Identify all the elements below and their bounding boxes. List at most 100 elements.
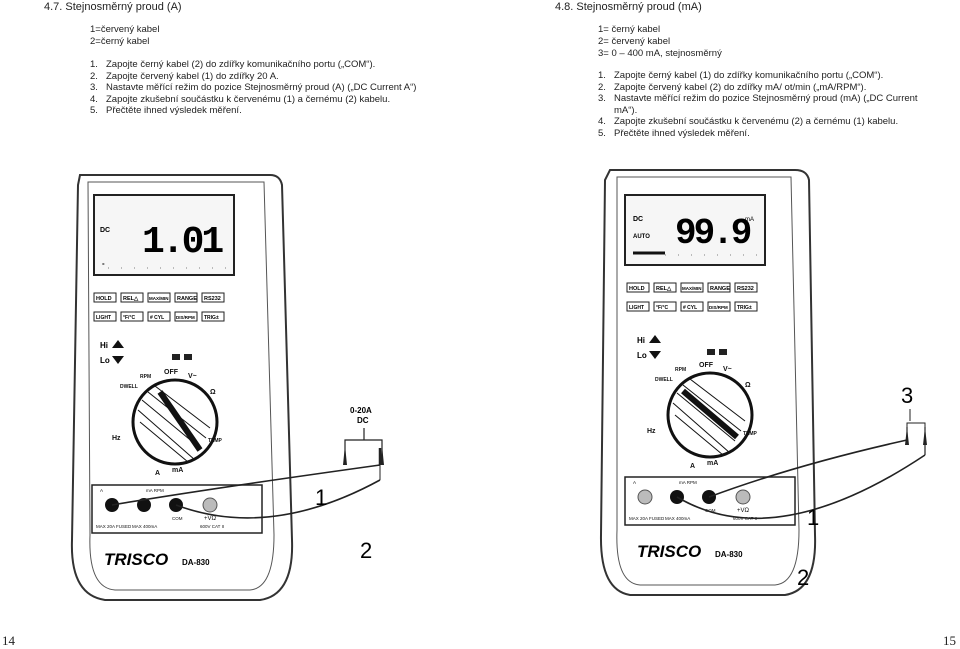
- source-label-line1: 0-20A: [350, 406, 372, 415]
- lo-arrow-icon: [112, 356, 124, 364]
- dial-label-dwell: DWELL: [120, 384, 138, 390]
- brand-logo: TRISCO: [104, 550, 168, 569]
- lcd-value: 1.01: [142, 221, 223, 264]
- svg-text:COM: COM: [172, 516, 183, 521]
- right-page-number: 15: [943, 633, 956, 648]
- dial-label-rpm: RPM: [675, 367, 686, 373]
- rs232-button[interactable]: [201, 292, 225, 303]
- lcd-display: [93, 194, 235, 276]
- dial-label-a: A: [690, 463, 695, 470]
- dial-label-v: V~: [188, 373, 197, 380]
- left-step: 1.Zapojte černý kabel (2) do zdířky komu…: [90, 59, 376, 70]
- left-step: 2.Zapojte červený kabel (1) do zdířky 20…: [90, 70, 279, 82]
- svg-text:MAX 400mA: MAX 400mA: [132, 524, 157, 529]
- lcd-unit: mA: [745, 217, 754, 223]
- hold-button[interactable]: [93, 292, 117, 303]
- lo-label: Lo: [100, 356, 110, 365]
- red-lead: [676, 454, 926, 520]
- cyl-button[interactable]: [680, 301, 704, 312]
- red-lead: [111, 464, 381, 506]
- light-button[interactable]: [626, 301, 650, 312]
- svg-text:RS232: RS232: [737, 286, 754, 292]
- right-step: 2.Zapojte červený kabel (2) do zdířky mA…: [598, 81, 867, 93]
- svg-text:°F/°C: °F/°C: [656, 305, 668, 311]
- lcd-unit: A: [210, 227, 215, 234]
- rs232-button[interactable]: [734, 282, 758, 293]
- dial-label-temp: TEMP: [743, 431, 758, 437]
- right-step: 4.Zapojte zkušební součástku k červenému…: [598, 116, 899, 127]
- right-legend-item: 2= červený kabel: [598, 36, 671, 47]
- temp-unit-button[interactable]: [120, 311, 144, 322]
- left-section-title: 4.7. Stejnosměrný proud (A): [44, 1, 182, 13]
- right-step: 1.Zapojte černý kabel (1) do zdířky komu…: [598, 70, 884, 81]
- right-steps: 1.Zapojte černý kabel (1) do zdířky komu…: [598, 70, 943, 139]
- rel-button[interactable]: [120, 292, 144, 303]
- maxmin-button[interactable]: [147, 292, 171, 303]
- dial-label-ma: mA: [172, 467, 183, 474]
- hold-button[interactable]: [626, 282, 650, 293]
- dial-label-dwell: DWELL: [655, 377, 673, 383]
- lo-arrow-icon: [649, 351, 661, 359]
- right-section-title: 4.8. Stejnosměrný proud (mA): [555, 1, 702, 13]
- svg-text:TRIG±: TRIG±: [737, 305, 752, 311]
- temp-unit-button[interactable]: [653, 301, 677, 312]
- svg-text:+VΩ: +VΩ: [204, 516, 217, 522]
- left-step: 3.Nastavte měřící režim do pozice Stejno…: [90, 82, 417, 93]
- hi-arrow-icon: [112, 340, 124, 348]
- left-step: 5.Přečtěte ihned výsledek měření.: [90, 105, 242, 116]
- range-button[interactable]: [707, 282, 731, 293]
- callout-1: 1: [315, 485, 327, 510]
- black-lead: [175, 479, 381, 519]
- trig-button[interactable]: [201, 311, 225, 322]
- dial-label-ohm: Ω: [745, 382, 751, 389]
- dial-label-rpm: RPM: [140, 374, 151, 380]
- cyl-button[interactable]: [147, 311, 171, 322]
- dial-label-hz: Hz: [112, 435, 121, 442]
- svg-text:mA RPM: mA RPM: [146, 488, 164, 493]
- dial-label-off: OFF: [699, 362, 714, 369]
- svg-text:MAX/MIN: MAX/MIN: [149, 296, 169, 301]
- svg-text:COM: COM: [705, 508, 716, 513]
- left-legend-item: 2=černý kabel: [90, 36, 150, 47]
- lcd-scale-sign: -: [102, 259, 105, 268]
- callout-3: 3: [901, 383, 913, 408]
- dial-label-ohm: Ω: [210, 389, 216, 396]
- jack-a: [637, 489, 653, 505]
- lo-label: Lo: [637, 351, 647, 360]
- button-row-2: LIGHT °F/°C # CYL DIS/RPM TRIG±: [93, 311, 225, 322]
- svg-text:# CYL: # CYL: [150, 315, 164, 321]
- lcd-mode: DC: [633, 216, 643, 223]
- callout-2: 2: [360, 538, 372, 563]
- right-step: 5.Přečtěte ihned výsledek měření.: [598, 127, 750, 139]
- svg-text:+VΩ: +VΩ: [737, 508, 750, 514]
- dial-label-temp: TEMP: [208, 438, 223, 444]
- callout-2: 2: [797, 565, 809, 590]
- svg-text:DIS/RPM: DIS/RPM: [176, 315, 195, 320]
- black-lead: [708, 439, 908, 498]
- svg-text:DIS/RPM: DIS/RPM: [709, 305, 728, 310]
- svg-text:RS232: RS232: [204, 296, 221, 302]
- svg-text:MAX 20A FUSED: MAX 20A FUSED: [96, 524, 132, 529]
- left-page-number: 14: [2, 633, 15, 648]
- model-label: DA-830: [715, 550, 743, 559]
- svg-text:HOLD: HOLD: [96, 296, 112, 302]
- svg-text:RANGE: RANGE: [710, 286, 730, 292]
- dial-label-v: V~: [723, 366, 732, 373]
- range-button[interactable]: [174, 292, 198, 303]
- dc-source: [344, 428, 383, 460]
- dis-rpm-button[interactable]: [174, 311, 198, 322]
- hi-label: Hi: [100, 341, 108, 350]
- dial-label-hz: Hz: [647, 428, 656, 435]
- light-button[interactable]: [93, 311, 117, 322]
- left-legend-item: 1=červený kabel: [90, 24, 160, 35]
- source-label-line2: DC: [357, 416, 369, 425]
- svg-text:MAX 400mA: MAX 400mA: [665, 516, 690, 521]
- svg-text:TRIG±: TRIG±: [204, 315, 219, 321]
- dis-rpm-button[interactable]: [707, 301, 731, 312]
- svg-text:°F/°C: °F/°C: [123, 315, 135, 321]
- model-label: DA-830: [182, 558, 210, 567]
- left-legend: 1=červený kabel 2=černý kabel: [90, 24, 159, 48]
- rel-button[interactable]: [653, 282, 677, 293]
- maxmin-button[interactable]: [680, 282, 704, 293]
- trig-button[interactable]: [734, 301, 758, 312]
